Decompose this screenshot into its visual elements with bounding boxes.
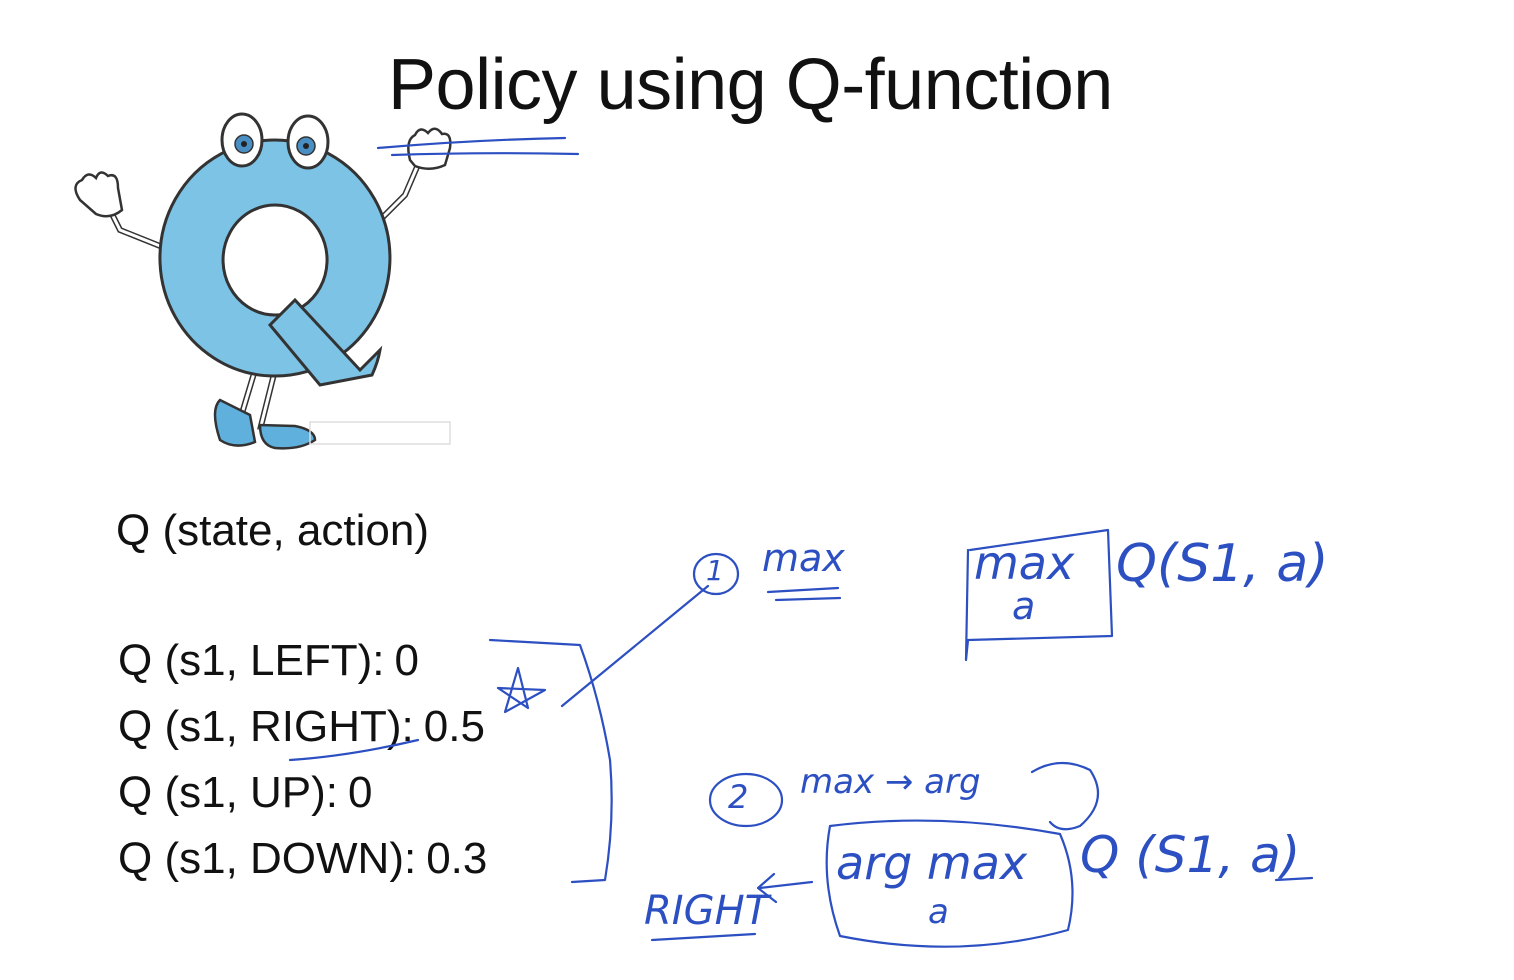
right-pupil-center <box>303 143 309 149</box>
left-arm-fill <box>108 208 172 252</box>
right-leg-fill <box>258 369 277 431</box>
step2-text: max → arg <box>800 762 981 802</box>
formula1-expression: Q(S1, a) <box>1116 534 1329 594</box>
q-value-label: Q (s1, DOWN): <box>118 834 417 883</box>
q-value-item: Q (s1, RIGHT):0.5 <box>118 694 487 760</box>
arg-circle <box>1030 761 1100 831</box>
slide-title: Policy using Q-function <box>388 45 1113 125</box>
max-underline-2 <box>774 596 842 602</box>
formula2-subscript: a <box>928 892 949 932</box>
right-arm <box>377 157 423 223</box>
q-value-number: 0.3 <box>426 834 488 883</box>
star-mark <box>496 666 547 714</box>
q-value-item: Q (s1, LEFT):0 <box>118 628 487 694</box>
left-shoe <box>213 398 257 447</box>
q-tail <box>267 297 383 387</box>
formula2-expression: Q (S1, a) <box>1080 826 1301 884</box>
q-ring <box>158 138 392 378</box>
step2-number: 2 <box>728 778 749 816</box>
q-state-action: Q (state, action) <box>116 506 430 555</box>
step1-text: max <box>762 536 845 580</box>
bracket <box>488 638 613 884</box>
q-value-item: Q (s1, UP):0 <box>118 760 487 826</box>
max-underline-1 <box>766 586 840 594</box>
q-value-item: Q (s1, DOWN):0.3 <box>118 826 487 892</box>
formula1-subscript: a <box>1012 584 1036 628</box>
right-glove <box>407 127 452 170</box>
watermark-box <box>309 421 451 445</box>
connector-line <box>560 584 710 708</box>
right-arm-fill <box>378 158 422 222</box>
result-text: RIGHT <box>644 888 770 934</box>
q-mascot-illustration <box>74 112 452 450</box>
q-value-label: Q (s1, RIGHT): <box>118 702 414 751</box>
left-glove <box>74 171 124 218</box>
q-value-label: Q (s1, LEFT): <box>118 636 385 685</box>
q-value-number: 0.5 <box>423 702 485 751</box>
left-pupil-center <box>241 141 247 147</box>
q-value-number: 0 <box>394 636 419 685</box>
result-underline <box>650 932 757 942</box>
step1-number: 1 <box>706 554 724 587</box>
q-value-label: Q (s1, UP): <box>118 768 339 817</box>
q-value-number: 0 <box>348 768 373 817</box>
q-value-list: Q (s1, LEFT):0 Q (s1, RIGHT):0.5 Q (s1, … <box>118 628 487 892</box>
formula1-operator: max <box>974 536 1075 590</box>
formula2-operator: arg max <box>836 836 1028 890</box>
right-shoe <box>258 423 317 450</box>
